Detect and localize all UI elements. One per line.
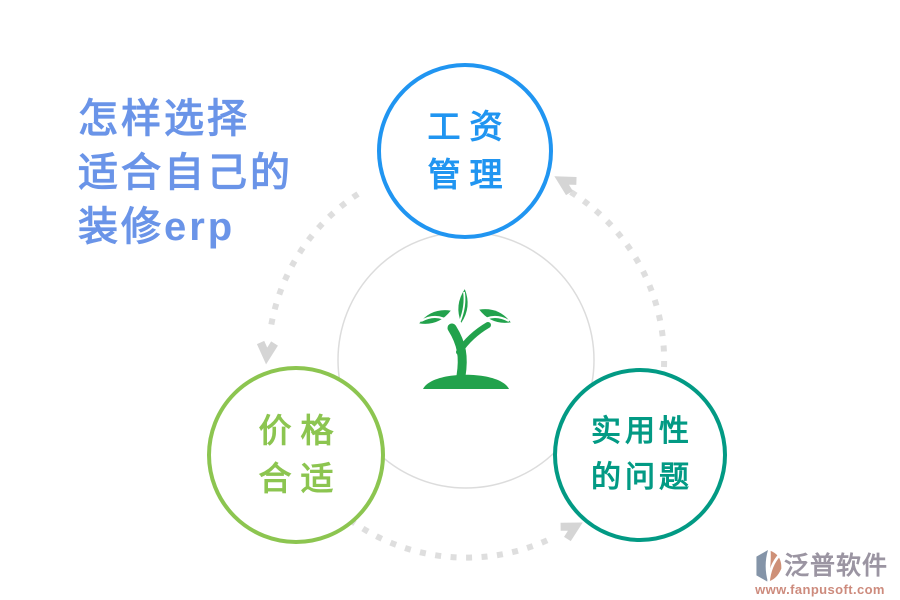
arrowhead-upleft-icon — [554, 176, 577, 196]
title-line-1: 怎样选择 — [78, 97, 250, 141]
node-reasonable-price: 价格 合适 — [207, 366, 385, 544]
arrowhead-right-icon — [560, 522, 583, 542]
arrowhead-down-icon — [256, 340, 278, 365]
fanpu-logo-icon — [756, 550, 782, 583]
node-label-line: 的问题 — [591, 461, 693, 494]
flow-arc-bottom — [348, 517, 552, 561]
flow-arc-left — [267, 191, 360, 334]
node-label-line: 价格 — [258, 412, 343, 449]
watermark: 泛普软件 www.fanpusoft.com — [752, 548, 888, 597]
node-label-line: 实用性 — [591, 415, 693, 448]
node-label-line: 管理 — [427, 156, 512, 193]
node-salary-management: 工资 管理 — [377, 63, 553, 239]
node-label-line: 合适 — [258, 460, 343, 497]
page-title: 怎样选择 适合自己的 装修erp — [78, 92, 293, 254]
title-line-3: 装修erp — [78, 205, 236, 249]
title-line-2: 适合自己的 — [78, 151, 293, 195]
node-practicality-issue: 实用性 的问题 — [553, 368, 727, 542]
brand-name: 泛普软件 — [783, 552, 888, 580]
plant-sprout-icon — [419, 289, 511, 389]
brand-url: www.fanpusoft.com — [755, 582, 885, 597]
node-label-line: 工资 — [427, 108, 512, 145]
